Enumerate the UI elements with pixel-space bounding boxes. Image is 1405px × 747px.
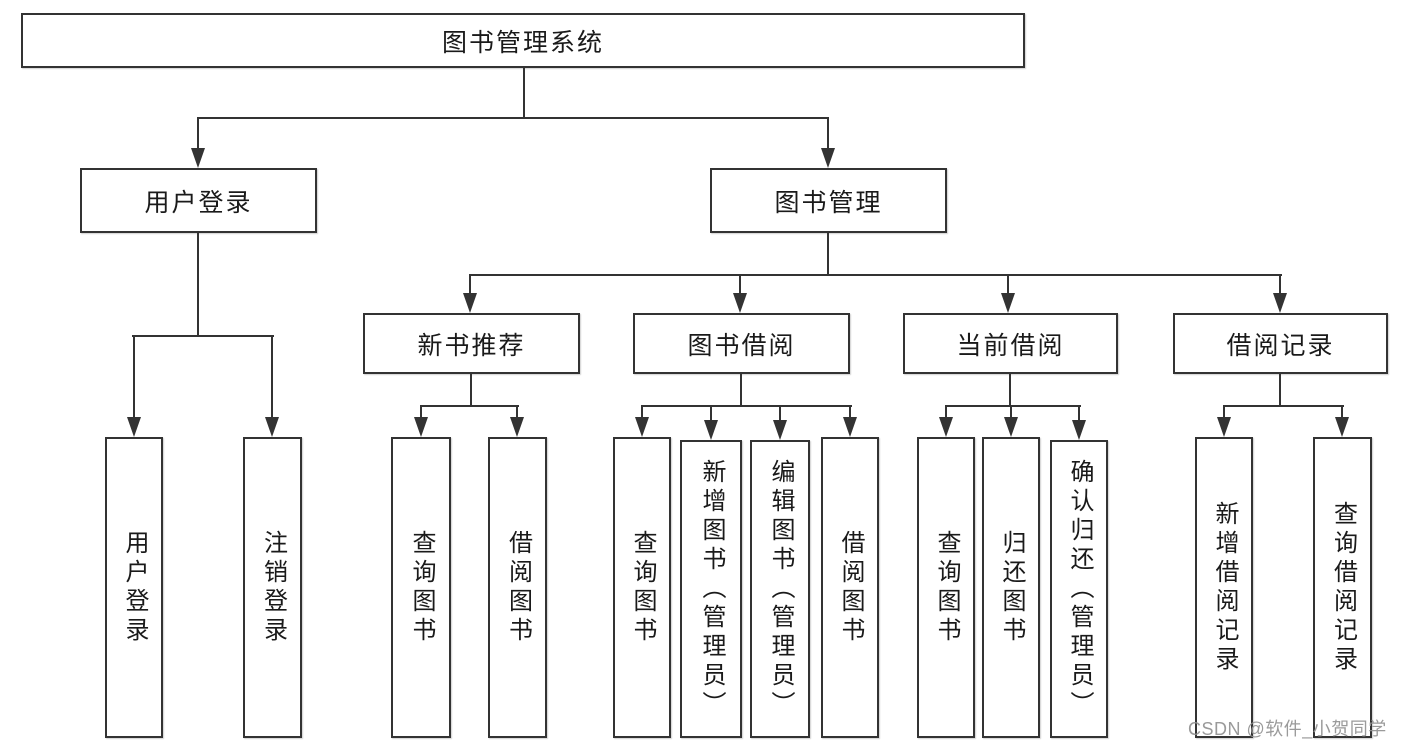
connector-line xyxy=(420,405,519,407)
leaf-label: 归还图书 xyxy=(998,529,1025,646)
leaf-borrow-books-recommend: 借阅图书 xyxy=(488,437,547,738)
connector-line xyxy=(945,405,947,419)
connector-line xyxy=(945,405,1081,407)
leaf-label: 确认归还（管理员） xyxy=(1066,458,1093,720)
arrow-down-icon xyxy=(939,417,953,437)
node-label: 图书借阅 xyxy=(687,331,796,360)
arrow-down-icon xyxy=(463,293,477,313)
arrow-down-icon xyxy=(733,293,747,313)
connector-line xyxy=(710,405,712,422)
arrow-down-icon xyxy=(821,148,835,168)
arrow-down-icon xyxy=(1001,293,1015,313)
node-label: 图书管理 xyxy=(774,188,883,217)
leaf-label: 借阅图书 xyxy=(837,529,864,646)
leaf-add-books-admin: 新增图书（管理员） xyxy=(680,440,742,738)
node-label: 用户登录 xyxy=(144,188,253,217)
node-book-management: 图书管理 xyxy=(710,168,947,233)
connector-line xyxy=(1223,405,1344,407)
leaf-query-books-current: 查询图书 xyxy=(917,437,975,738)
leaf-label: 查询图书 xyxy=(629,529,656,646)
node-label: 借阅记录 xyxy=(1226,331,1335,360)
arrow-down-icon xyxy=(414,417,428,437)
connector-line xyxy=(1341,405,1343,419)
connector-line xyxy=(197,117,829,119)
node-borrowing-records: 借阅记录 xyxy=(1173,313,1388,374)
leaf-label: 新增图书（管理员） xyxy=(698,458,725,720)
arrow-down-icon xyxy=(1072,420,1086,440)
leaf-label: 借阅图书 xyxy=(504,529,532,646)
leaf-add-borrow-record: 新增借阅记录 xyxy=(1195,437,1253,738)
connector-line xyxy=(1010,405,1012,419)
arrow-down-icon xyxy=(265,417,279,437)
arrow-down-icon xyxy=(1335,417,1349,437)
leaf-label: 编辑图书（管理员） xyxy=(767,458,794,720)
csdn-watermark: CSDN @软件_小贺同学 xyxy=(1188,719,1387,739)
leaf-edit-books-admin: 编辑图书（管理员） xyxy=(750,440,810,738)
arrow-down-icon xyxy=(704,420,718,440)
node-label: 当前借阅 xyxy=(956,331,1065,360)
leaf-return-books: 归还图书 xyxy=(982,437,1040,738)
arrow-down-icon xyxy=(635,417,649,437)
leaf-label: 新增借阅记录 xyxy=(1211,500,1238,675)
connector-line xyxy=(1223,405,1225,419)
leaf-label: 查询借阅记录 xyxy=(1329,500,1357,675)
connector-line xyxy=(1279,274,1281,295)
connector-line xyxy=(849,405,851,419)
leaf-label: 查询图书 xyxy=(933,529,960,646)
connector-line xyxy=(641,405,852,407)
leaf-label: 查询图书 xyxy=(408,529,435,646)
connector-line xyxy=(516,405,518,419)
arrow-down-icon xyxy=(191,148,205,168)
connector-line xyxy=(1279,374,1281,407)
connector-line xyxy=(740,374,742,407)
connector-line xyxy=(470,374,472,407)
connector-line xyxy=(523,68,525,118)
leaf-confirm-return-admin: 确认归还（管理员） xyxy=(1050,440,1108,738)
connector-line xyxy=(1009,374,1011,407)
leaf-logout: 注销登录 xyxy=(243,437,302,738)
connector-line xyxy=(132,335,274,337)
connector-line xyxy=(739,274,741,295)
connector-line xyxy=(827,117,829,150)
arrow-down-icon xyxy=(1217,417,1231,437)
connector-line xyxy=(1078,405,1080,422)
node-current-borrowing: 当前借阅 xyxy=(903,313,1118,374)
connector-line xyxy=(827,233,829,276)
node-user-login: 用户登录 xyxy=(80,168,317,233)
connector-line xyxy=(271,335,273,419)
arrow-down-icon xyxy=(843,417,857,437)
node-book-borrowing: 图书借阅 xyxy=(633,313,850,374)
leaf-user-login: 用户登录 xyxy=(105,437,163,738)
connector-line xyxy=(420,405,422,419)
connector-line xyxy=(133,335,135,419)
leaf-query-books-recommend: 查询图书 xyxy=(391,437,451,738)
node-label: 图书管理系统 xyxy=(441,28,604,57)
arrow-down-icon xyxy=(1273,293,1287,313)
connector-line xyxy=(469,274,471,295)
leaf-label: 注销登录 xyxy=(259,529,287,646)
arrow-down-icon xyxy=(773,420,787,440)
arrow-down-icon xyxy=(127,417,141,437)
connector-line xyxy=(197,233,199,337)
connector-line xyxy=(779,405,781,422)
leaf-label: 用户登录 xyxy=(121,529,148,646)
node-label: 新书推荐 xyxy=(417,331,526,360)
arrow-down-icon xyxy=(1004,417,1018,437)
node-new-book-recommendation: 新书推荐 xyxy=(363,313,580,374)
connector-line xyxy=(469,274,1282,276)
arrow-down-icon xyxy=(510,417,524,437)
leaf-query-borrow-record: 查询借阅记录 xyxy=(1313,437,1372,738)
leaf-query-books-borrowing: 查询图书 xyxy=(613,437,671,738)
connector-line xyxy=(641,405,643,419)
connector-line xyxy=(1007,274,1009,295)
leaf-borrow-books: 借阅图书 xyxy=(821,437,879,738)
connector-line xyxy=(197,117,199,150)
node-library-management-system: 图书管理系统 xyxy=(21,13,1025,68)
